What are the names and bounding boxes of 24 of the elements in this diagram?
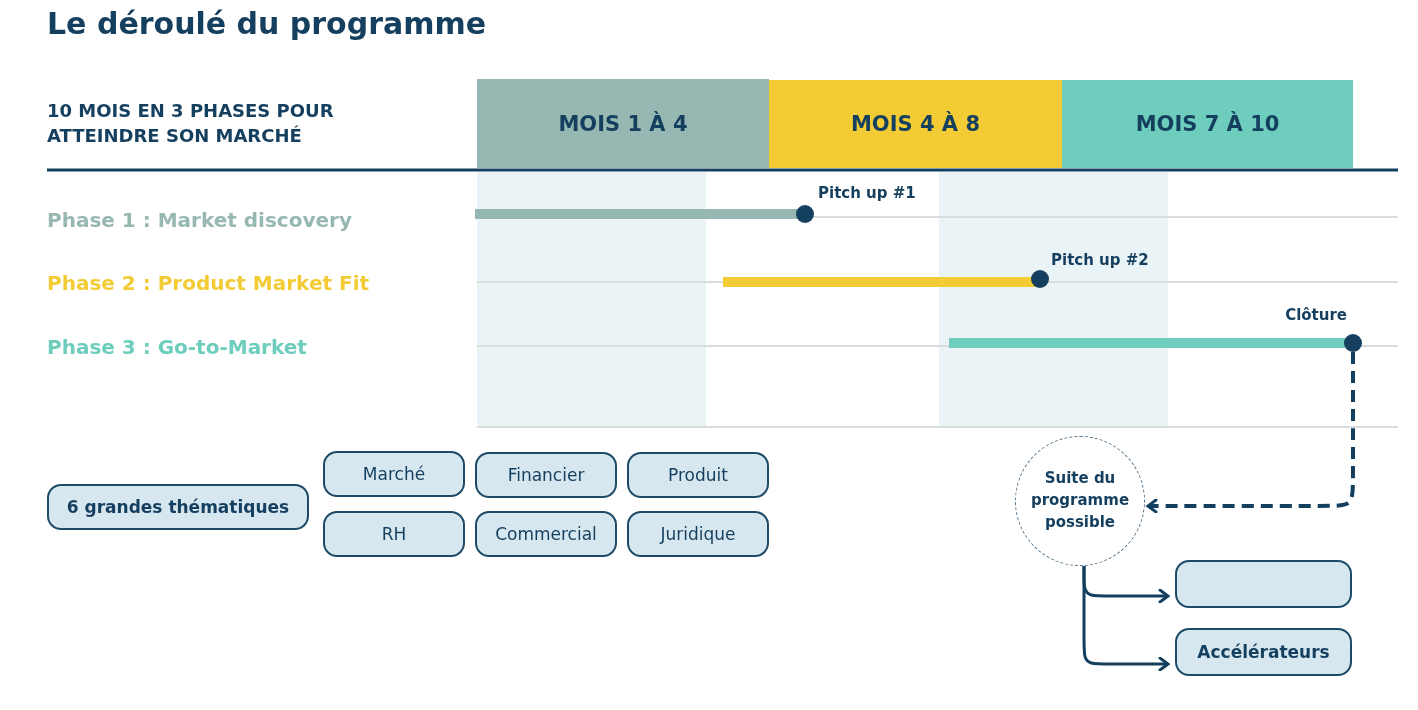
theme-tag: Commercial: [475, 511, 617, 557]
month-header: MOIS 4 À 8: [769, 80, 1062, 168]
theme-tag: Financier: [475, 452, 617, 498]
arrow: [1082, 566, 1170, 672]
theme-tag: Produit: [627, 452, 769, 498]
milestone-label: Pitch up #1: [818, 184, 916, 202]
phase-label: Phase 2 : Product Market Fit: [47, 270, 371, 297]
milestone-dot: [796, 205, 814, 223]
milestone-label: Pitch up #2: [1051, 251, 1149, 269]
theme-tag: RH: [323, 511, 465, 557]
theme-heading: 6 grandes thématiques: [47, 484, 309, 530]
month-header: MOIS 7 À 10: [1062, 80, 1353, 168]
phase-label: Phase 3 : Go-to-Market: [47, 334, 308, 361]
milestone-label: Clôture: [1285, 306, 1347, 324]
arrow: [1146, 352, 1355, 514]
theme-tag: Juridique: [627, 511, 769, 557]
phase-label: Phase 1 : Market discovery: [47, 207, 353, 234]
next-step-box: [1175, 560, 1352, 608]
title: Le déroulé du programme: [47, 6, 487, 41]
next-step-box: Accélérateurs: [1175, 628, 1352, 676]
month-header: MOIS 1 À 4: [477, 79, 769, 168]
milestone-dot: [1344, 334, 1362, 352]
theme-tag: Marché: [323, 451, 465, 497]
header-label: 10 MOIS EN 3 PHASES POUR ATTEINDRE SON MARCHÉ: [47, 99, 335, 149]
